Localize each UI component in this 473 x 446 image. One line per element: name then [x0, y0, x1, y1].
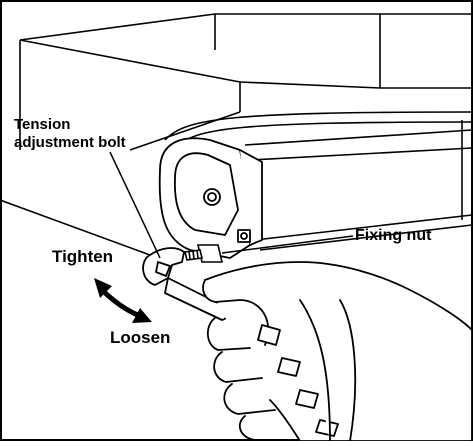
tighten-label: Tighten: [52, 247, 114, 266]
leader-lines: [109, 151, 354, 259]
machine-body: [19, 13, 472, 151]
loosen-label: Loosen: [110, 328, 171, 347]
tension-bolt-label-line1: Tension: [14, 116, 71, 133]
fixing-nut-label: Fixing nut: [355, 227, 432, 244]
tension-leader-line: [109, 151, 161, 259]
tension-bolt-label-line2: adjustment bolt: [14, 134, 126, 151]
fixing-nut: [184, 244, 224, 263]
roller-housing: [158, 137, 263, 259]
rotation-arrow: [94, 278, 152, 323]
hand: [202, 261, 473, 442]
belt-unit: [164, 111, 473, 251]
fixing-nut-leader-line: [221, 235, 354, 254]
table-edge: [0, 199, 151, 256]
